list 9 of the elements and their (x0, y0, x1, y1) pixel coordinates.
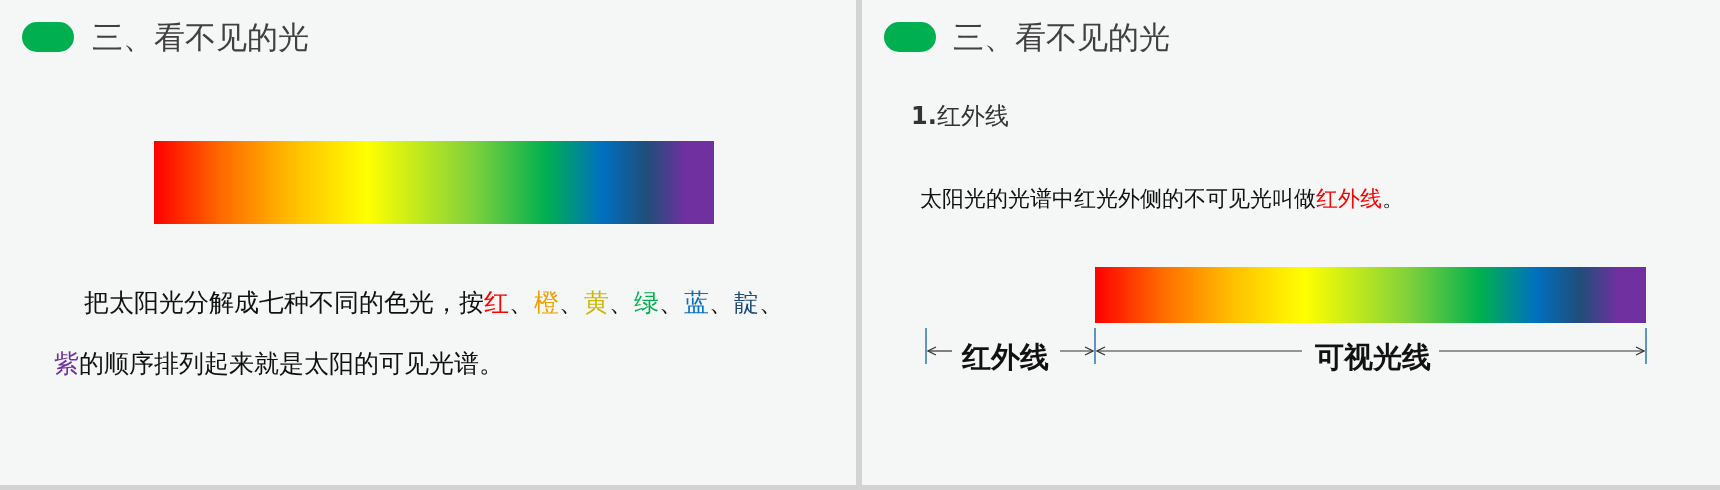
section-heading: 1.红外线 (911, 101, 1009, 131)
dimension-label: 红外线 (961, 339, 1049, 375)
dimension-label: 可视光线 (1315, 339, 1431, 375)
slide-heading: 三、看不见的光 (953, 18, 1170, 56)
spectrum-bar (1095, 267, 1646, 323)
body-paragraph: 太阳光的光谱中红光外侧的不可见光叫做红外线。 (920, 186, 1404, 212)
slide-heading: 三、看不见的光 (92, 18, 309, 56)
spectrum-bar (154, 141, 714, 224)
body-paragraph: 把太阳光分解成七种不同的色光，按红、橙、黄、绿、蓝、靛、紫的顺序排列起来就是太阳的可见光谱。 (54, 287, 785, 380)
